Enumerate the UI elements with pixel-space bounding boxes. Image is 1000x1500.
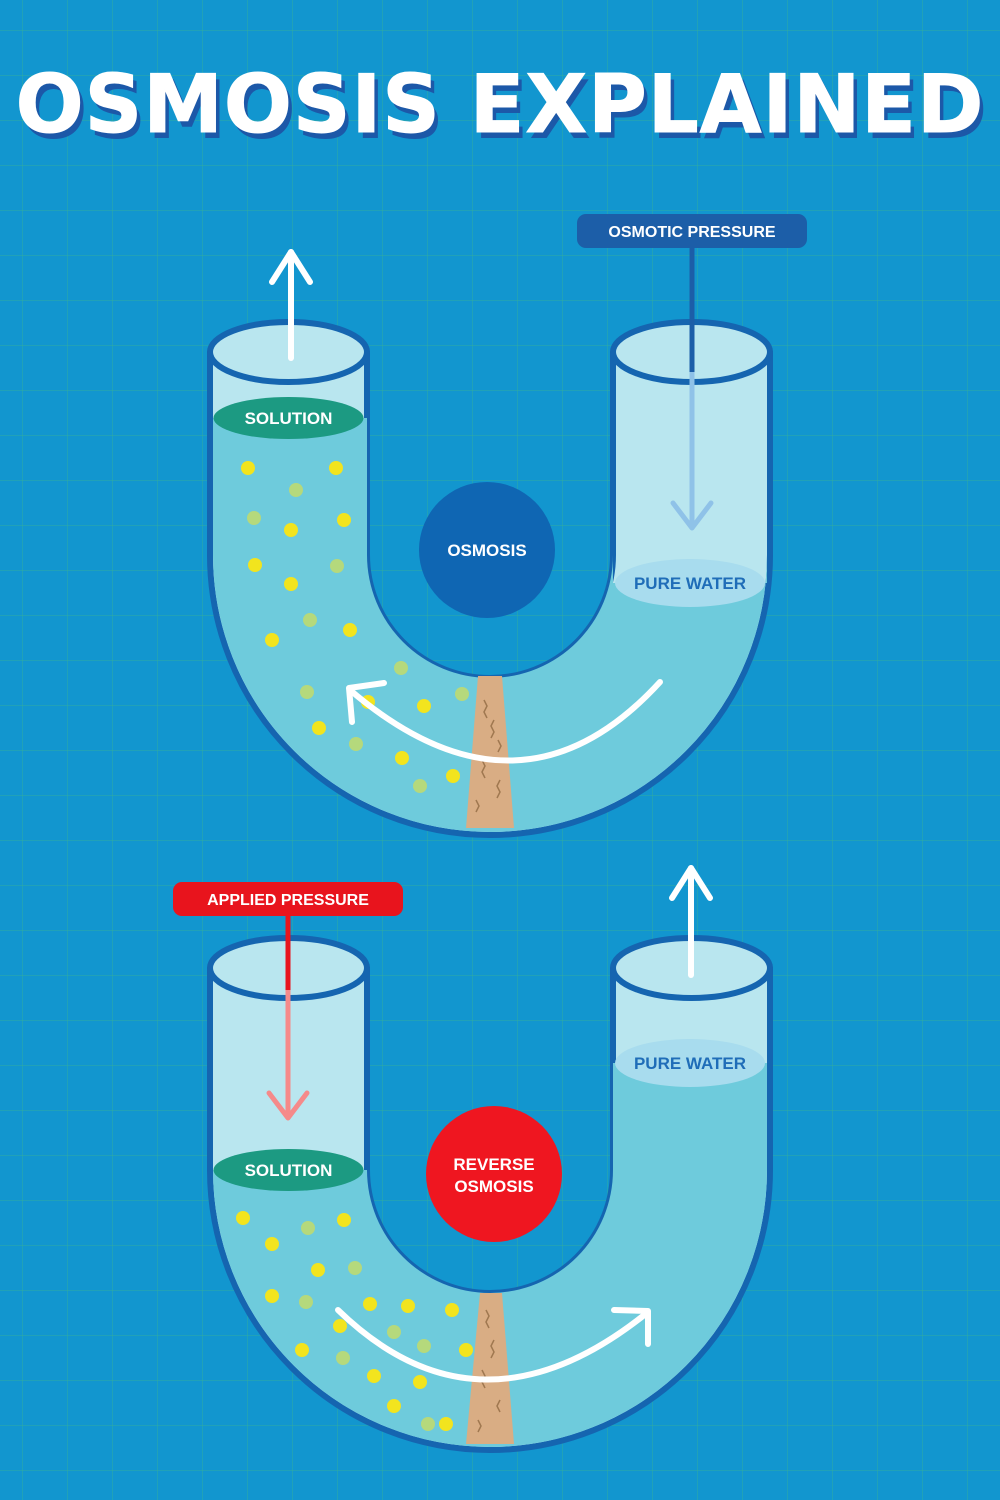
osmosis-badge-text: OSMOSIS xyxy=(447,541,526,560)
osmosis-flow-arrow xyxy=(346,679,663,764)
pure-water-label: PURE WATER xyxy=(615,559,765,607)
page-title: OSMOSIS EXPLAINED OSMOSIS EXPLAINED xyxy=(15,58,989,158)
reverse-osmosis-diagram: SOLUTION PURE WATER REVERSE OSMOSIS APPL… xyxy=(173,865,773,1453)
reverse-osmosis-badge-line2: OSMOSIS xyxy=(454,1177,533,1196)
solute-particles xyxy=(241,461,469,793)
osmotic-pressure-arrow xyxy=(670,240,714,531)
solution-label-bottom: SOLUTION xyxy=(213,1149,364,1191)
page-title-shadow: OSMOSIS EXPLAINED xyxy=(20,64,989,157)
osmotic-pressure-label: OSMOTIC PRESSURE xyxy=(577,214,807,248)
pure-water-label-text: PURE WATER xyxy=(634,574,746,593)
pure-water-rise-arrow xyxy=(669,865,713,978)
semipermeable-membrane xyxy=(466,676,514,828)
pure-water-label-bottom: PURE WATER xyxy=(615,1039,765,1087)
u-tube-liquid-bottom xyxy=(213,1063,767,1447)
osmotic-pressure-label-text: OSMOTIC PRESSURE xyxy=(608,224,775,241)
pure-water-label-bottom-text: PURE WATER xyxy=(634,1054,746,1073)
applied-pressure-label: APPLIED PRESSURE xyxy=(173,882,403,916)
solution-label-bottom-text: SOLUTION xyxy=(245,1161,333,1180)
applied-pressure-arrow xyxy=(266,906,310,1121)
page-title-text: OSMOSIS EXPLAINED xyxy=(16,58,985,151)
solution-label: SOLUTION xyxy=(213,397,364,439)
solution-label-text: SOLUTION xyxy=(245,409,333,428)
applied-pressure-label-text: APPLIED PRESSURE xyxy=(207,892,369,909)
osmosis-badge: OSMOSIS xyxy=(419,482,555,618)
reverse-osmosis-flow-arrow xyxy=(335,1307,651,1383)
solution-rise-arrow xyxy=(269,249,313,361)
reverse-osmosis-badge: REVERSE OSMOSIS xyxy=(426,1106,562,1242)
reverse-osmosis-badge-line1: REVERSE xyxy=(453,1155,534,1174)
solute-particles-bottom xyxy=(236,1211,473,1431)
u-tube-liquid xyxy=(213,418,767,832)
osmosis-diagram: SOLUTION PURE WATER OSMOSIS OSMOTIC PRES… xyxy=(207,214,807,838)
